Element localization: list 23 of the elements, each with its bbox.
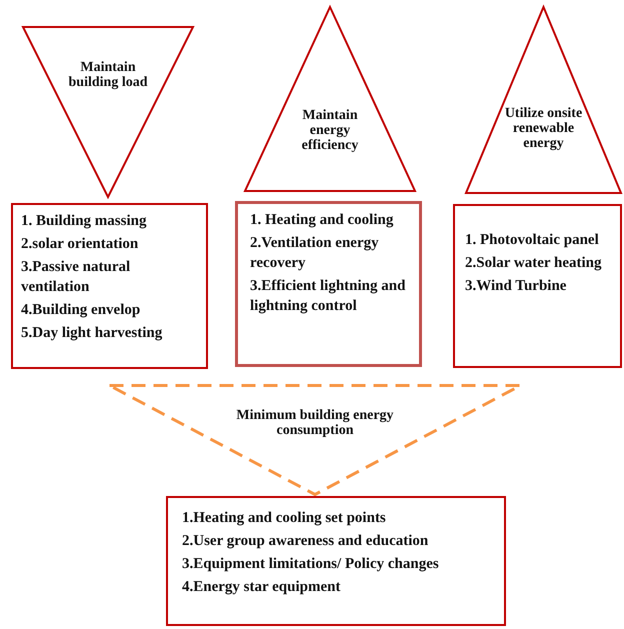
list-item: 3.Passive natural ventilation (21, 258, 132, 297)
triangle-label: Maintain energy efficiency (300, 108, 360, 153)
list-item: 3.Equipment limitations/ Policy changes (182, 555, 439, 574)
list-item: 1. Building massing (21, 212, 148, 231)
list-box (11, 203, 208, 369)
list-item: 2.Solar water heating (465, 254, 602, 273)
list-item: 5.Day light harvesting (21, 324, 164, 343)
triangle-label: Maintain building load (68, 60, 148, 90)
list-box (166, 496, 506, 626)
list-item: 1. Photovoltaic panel (465, 231, 600, 250)
list-box (235, 201, 422, 367)
list-item: 2.User group awareness and education (182, 532, 430, 551)
triangle-label: Minimum building energy consumption (235, 408, 395, 438)
triangle-label: Utilize onsite renewable energy (504, 106, 584, 151)
list-item: 4.Energy star equipment (182, 578, 342, 597)
list-box (453, 204, 622, 368)
list-item: 2.Ventilation energy recovery (250, 234, 380, 273)
list-item: 1. Heating and cooling (250, 211, 394, 230)
list-item: 2.solar orientation (21, 235, 140, 254)
list-item: 3.Efficient lightning and lightning control (250, 277, 406, 316)
list-item: 4.Building envelop (21, 301, 142, 320)
list-item: 1.Heating and cooling set points (182, 509, 387, 528)
list-item: 3.Wind Turbine (465, 277, 568, 296)
